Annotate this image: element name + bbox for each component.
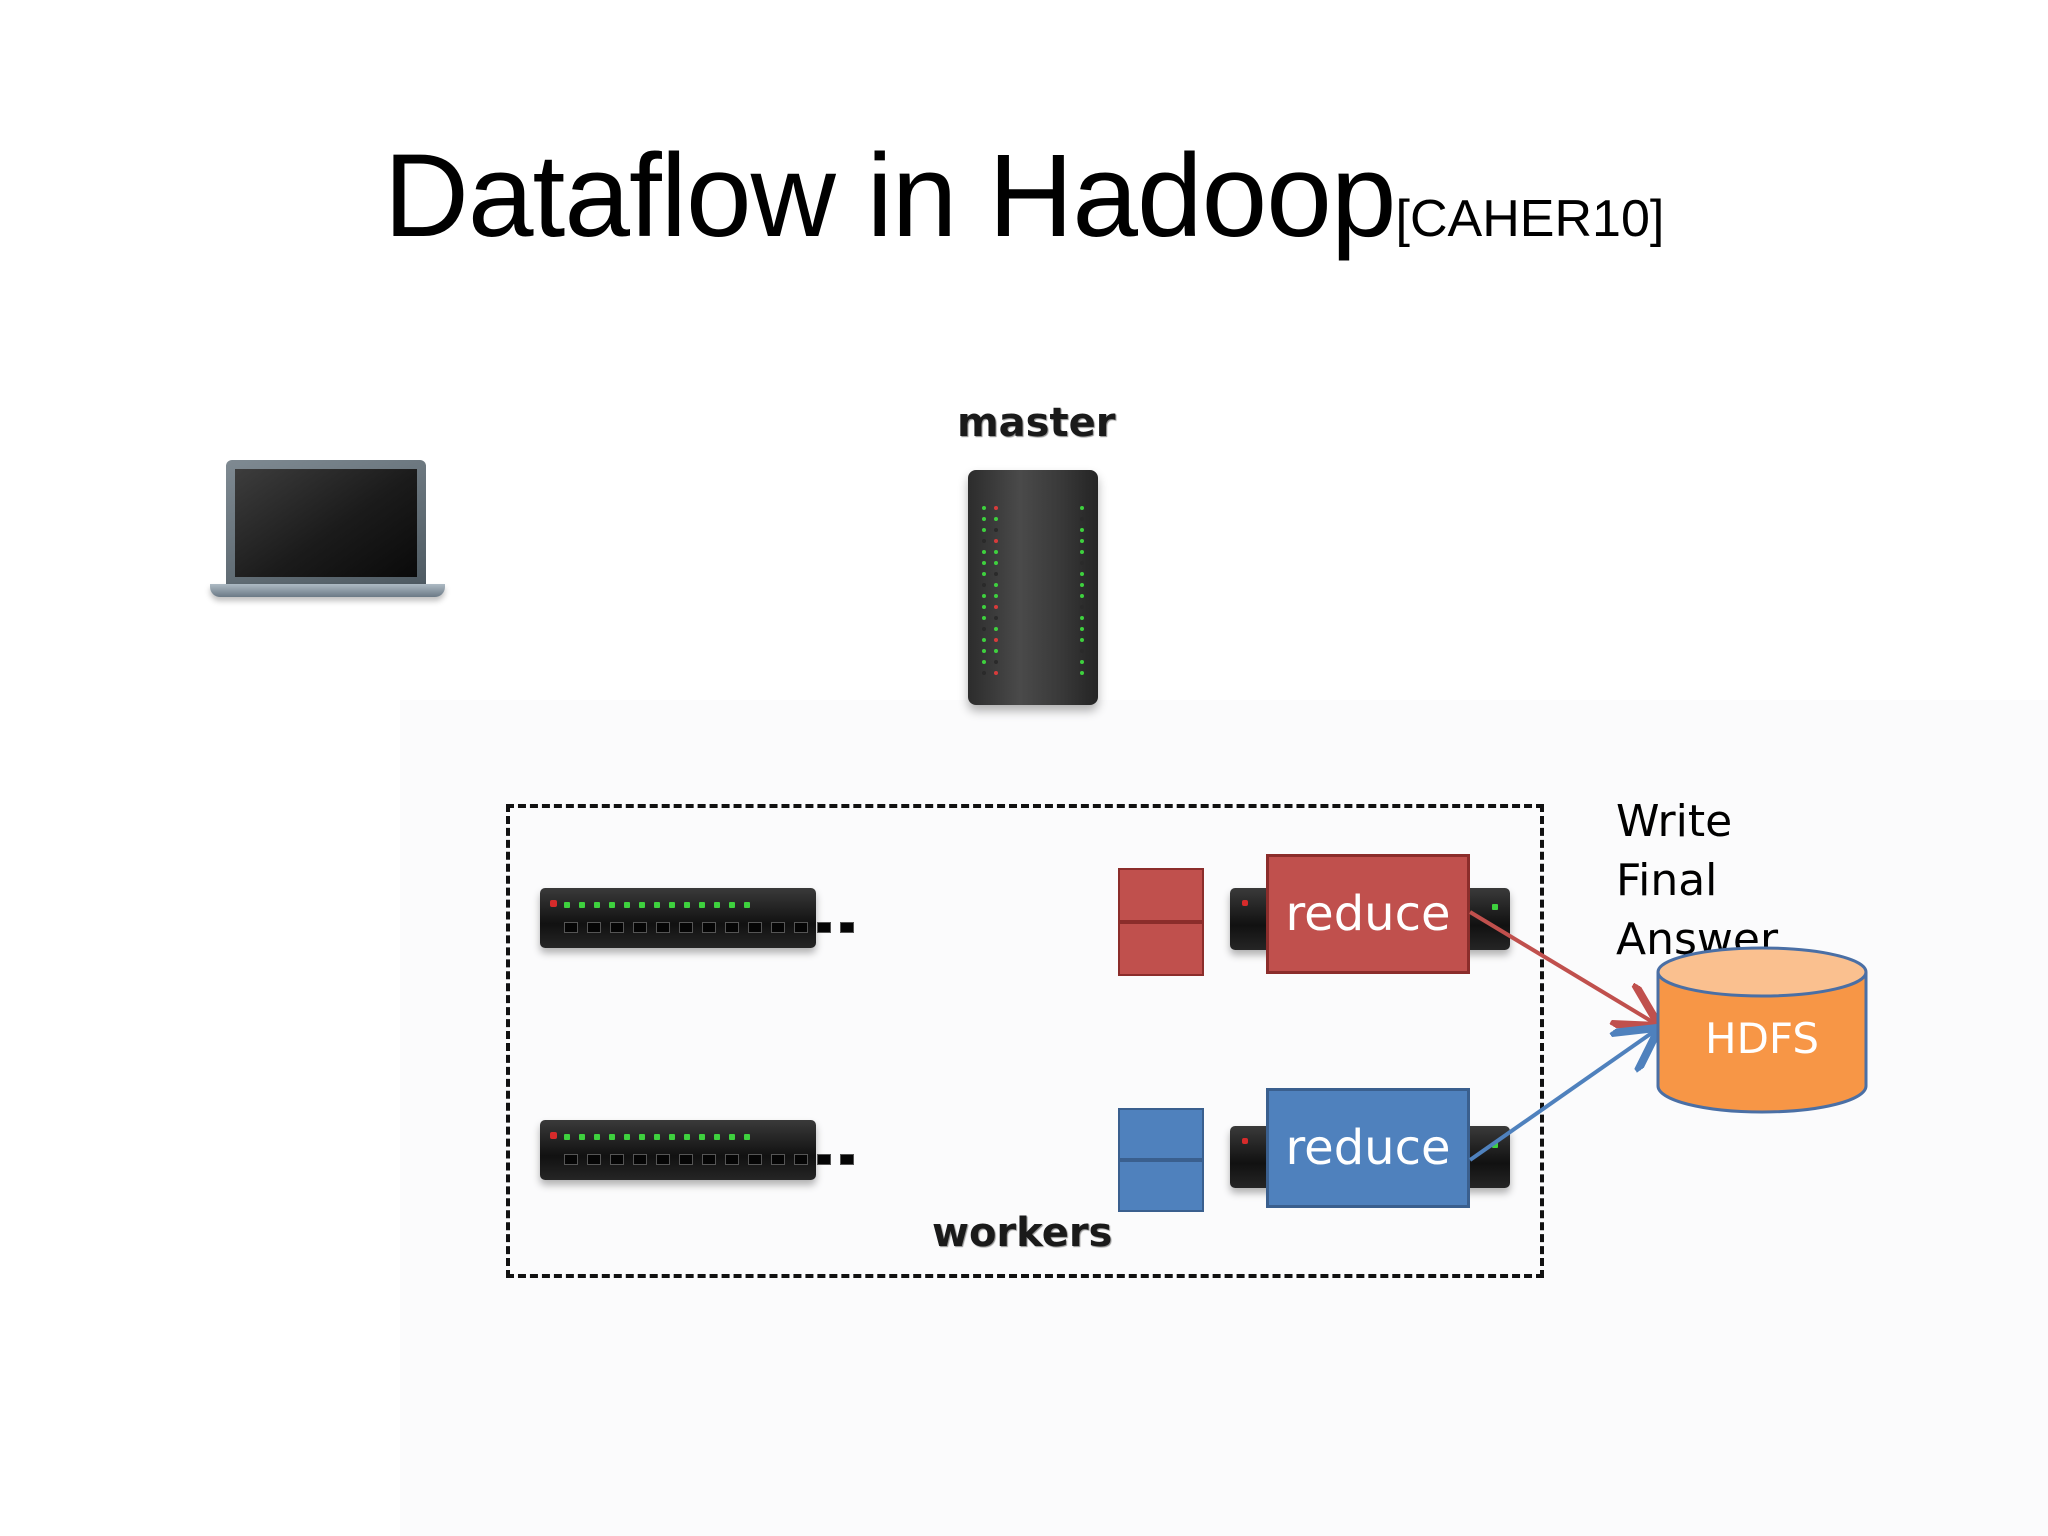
hdfs-storage-icon: HDFS [1656,946,1868,1116]
laptop-icon [210,460,445,605]
arrow-red [1468,910,1656,1024]
master-server-icon [968,470,1098,705]
intermediate-block [1118,1108,1204,1160]
workers-label: workers [932,1210,1113,1256]
switch-leds [564,902,750,908]
arrow-blue [1468,1030,1656,1162]
intermediate-block [1118,1160,1204,1212]
reduce-task: reduce [1266,1088,1470,1208]
worker-switch-icon [540,1120,854,1180]
write-final-answer-label: Write Final Answer [1616,796,1779,965]
switch-ports [564,1154,854,1165]
switch-ports [564,922,854,933]
master-label: master [957,400,1116,446]
title-text: Dataflow in Hadoop [383,130,1397,262]
laptop-screen [226,460,426,586]
reduce-task: reduce [1266,854,1470,974]
slide-title: Dataflow in Hadoop[CAHER10] [0,128,2048,264]
workers-group [506,804,1544,1278]
intermediate-block [1118,868,1204,922]
slide-background [400,700,2048,1536]
title-citation: [CAHER10] [1395,190,1665,248]
intermediate-block [1118,922,1204,976]
switch-leds [564,1134,750,1140]
worker-switch-icon [540,888,854,948]
laptop-base [210,584,445,597]
hdfs-label: HDFS [1704,1014,1819,1063]
